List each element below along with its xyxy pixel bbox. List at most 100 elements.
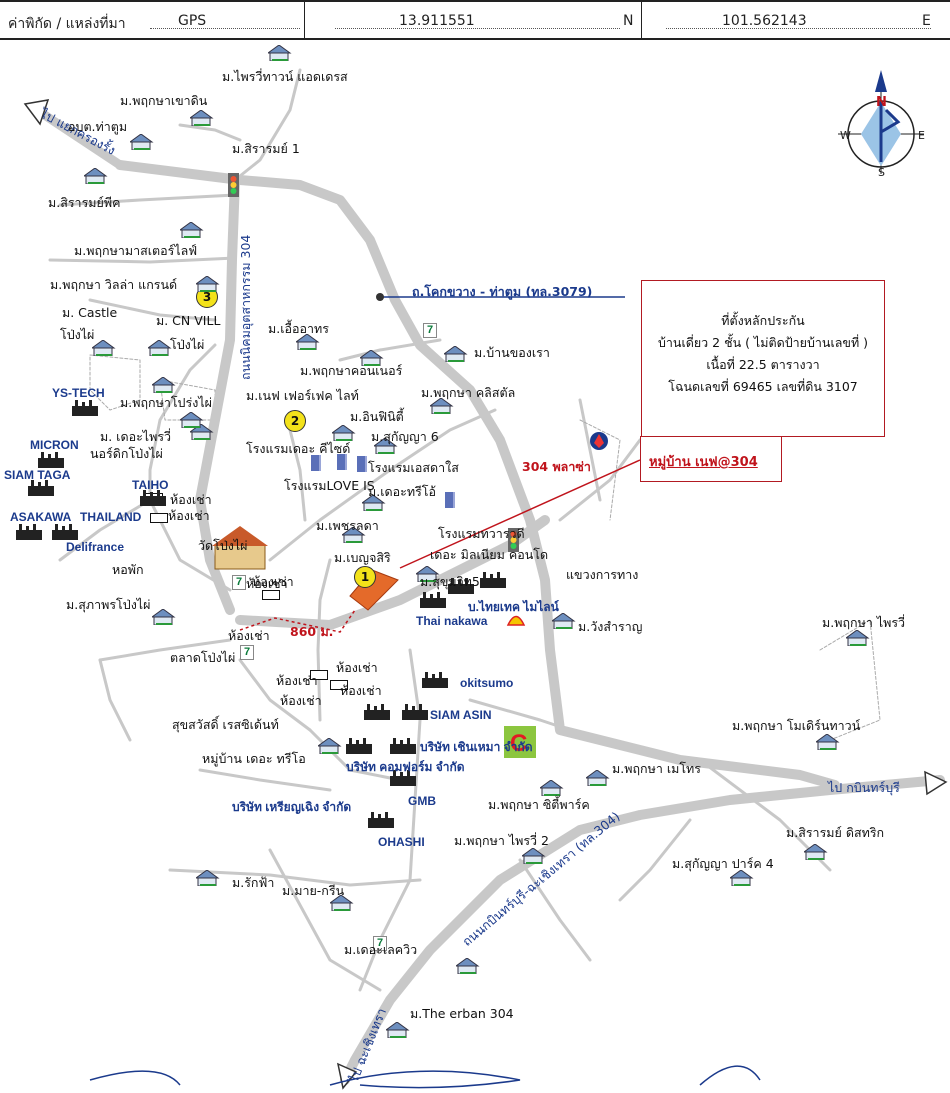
place-label: ม.พฤกษา วิลล่า แกรนด์ — [50, 277, 178, 292]
village-icon — [318, 738, 341, 754]
fuel-station-icon — [590, 432, 608, 450]
traffic-light-icon — [508, 528, 519, 552]
hotel-icon — [445, 492, 455, 508]
village-icon — [130, 134, 153, 150]
place-label: ม.เอื้ออาทร — [268, 321, 329, 336]
place-label: ม.พฤกษาคอนเนอร์ — [300, 363, 403, 378]
factory-icon — [16, 524, 42, 540]
place-label: ม.บ้านของเรา — [474, 345, 550, 360]
gps-lat-suffix: N — [623, 13, 634, 29]
place-label: ม.สิรารมย์ 1 — [232, 141, 300, 156]
factory-icon — [28, 480, 54, 496]
place-label: โรงแรมเดอะ คีไซด์ — [246, 441, 351, 456]
place-label: ม.ไพรวี่ทาวน์ แอดเดรส — [222, 69, 348, 84]
company-label: YS-TECH — [52, 386, 105, 400]
company-label: OHASHI — [378, 835, 425, 849]
highway-304-industrial — [195, 175, 240, 615]
place-label: ม. CN VILL — [156, 313, 221, 328]
info-title: ที่ตั้งหลักประกัน — [721, 313, 805, 328]
village-icon — [540, 780, 563, 796]
place-label: ม.พฤกษา โมเดิร์นทาวน์ — [732, 718, 861, 733]
place-label: ห้องเช่า — [228, 628, 270, 643]
place-label: โรงแรมเอสดาใส — [368, 460, 459, 475]
place-label: ม.พฤกษา ไพรวี่ 2 — [454, 833, 550, 848]
place-label: ห้องเช่า — [246, 576, 288, 591]
village-icon — [296, 334, 319, 350]
info-line3: โฉนดเลขที่ 69465 เลขที่ดิน 3107 — [668, 379, 858, 394]
place-label: ม.มาย-กรีน — [282, 883, 345, 898]
place-label: ห้องเช่า — [340, 683, 382, 698]
place-label: ม.เพชรลดา — [316, 518, 379, 533]
village-icon — [152, 609, 175, 625]
compass-s: S — [878, 166, 885, 179]
compass-rose: N E S W — [838, 70, 925, 179]
village-icon — [196, 870, 219, 886]
place-label: ม.สุกัญญา ปาร์ค 4 — [672, 856, 774, 871]
temple-icon — [212, 526, 268, 570]
highway-3079 — [115, 160, 840, 790]
reference-marker-2[interactable]: 2 — [284, 410, 306, 432]
place-label: สุขสวัสดิ์ เรสซิเด้นท์ — [172, 717, 279, 732]
factory-icon — [346, 738, 372, 754]
factory-icon — [72, 400, 98, 416]
place-label: ม.The erban 304 — [410, 1006, 514, 1021]
gps-longitude: 101.562143 — [722, 13, 807, 29]
site-leader-line — [399, 459, 641, 569]
svg-text:C: C — [510, 730, 527, 757]
site-marker-1[interactable]: 1 — [354, 566, 376, 588]
factory-icon — [402, 704, 428, 720]
shell-icon — [506, 615, 526, 626]
company-label: SIAM TAGA — [4, 468, 71, 482]
village-icon — [816, 734, 839, 750]
place-label: ม. เดอะไพรวี่ — [100, 429, 172, 444]
place-label: แขวงการทาง — [566, 567, 639, 582]
company-label: ASAKAWA — [10, 510, 72, 524]
village-icon — [84, 168, 107, 184]
place-label: ม.เบญจสิริ — [334, 550, 391, 565]
hotel-icon — [311, 455, 321, 471]
place-label: ม.พฤกษา ซิตี้พาร์ค — [488, 797, 590, 812]
company-label: MICRON — [30, 438, 79, 452]
place-label: ม.วังสำราญ — [578, 619, 643, 634]
village-icon — [190, 110, 213, 126]
place-label: ม.พฤกษาโปร่งไผ่ — [120, 395, 212, 410]
company-label: THAILAND — [80, 510, 142, 524]
gps-lat-cell: 13.911551 N — [305, 2, 642, 38]
signature-scribble — [89, 1065, 761, 1089]
factory-icon — [140, 490, 166, 506]
traffic-light-icon — [228, 173, 239, 197]
place-label: ห้องเช่า — [336, 660, 378, 675]
rental-room-icon — [310, 670, 328, 680]
distance-label: 860 ม. — [290, 624, 334, 639]
direction-kabin: ไป กบินทร์บุรี — [828, 780, 900, 795]
village-name-box: หมู่บ้าน เนฟ@304 — [640, 436, 782, 482]
distance-path — [239, 609, 356, 633]
rental-room-icon — [330, 680, 348, 690]
village-icon — [730, 870, 753, 886]
direction-arrows — [23, 99, 948, 1090]
compass-e: E — [918, 129, 925, 142]
place-label: ม.พฤกษาเขาดิน — [120, 93, 208, 108]
place-label: โรงแรมLOVE IS — [284, 478, 375, 493]
village-icon — [430, 398, 453, 414]
village-icon — [180, 412, 203, 428]
village-icon — [586, 770, 609, 786]
factory-icon — [390, 738, 416, 754]
gps-latitude: 13.911551 — [399, 13, 475, 29]
hotel-icon — [357, 456, 367, 472]
road-label-3079: ถ.โคกขวาง - ท่าตูม (ทล.3079) — [412, 284, 593, 299]
factory-icon — [38, 452, 64, 468]
road-label-304-industrial: ถนนนิคมอุตสาหกรรม 304 — [238, 234, 253, 380]
place-label: โป่งไผ่ — [60, 327, 95, 342]
village-icon — [180, 222, 203, 238]
place-label: เดอะ มิลเนียม คอนโด — [430, 547, 549, 562]
place-label: ม.เดอะเลควิว — [344, 942, 418, 957]
village-icon — [332, 425, 355, 441]
seven-eleven-icon: 7 — [373, 936, 387, 951]
seven-eleven-icon: 7 — [240, 645, 254, 660]
bigc-icon: C — [504, 726, 536, 758]
place-label: ม.พฤกษา เมโทร — [612, 761, 702, 776]
company-label: Delifrance — [66, 540, 125, 554]
place-label: ห้องเช่า — [276, 673, 318, 688]
